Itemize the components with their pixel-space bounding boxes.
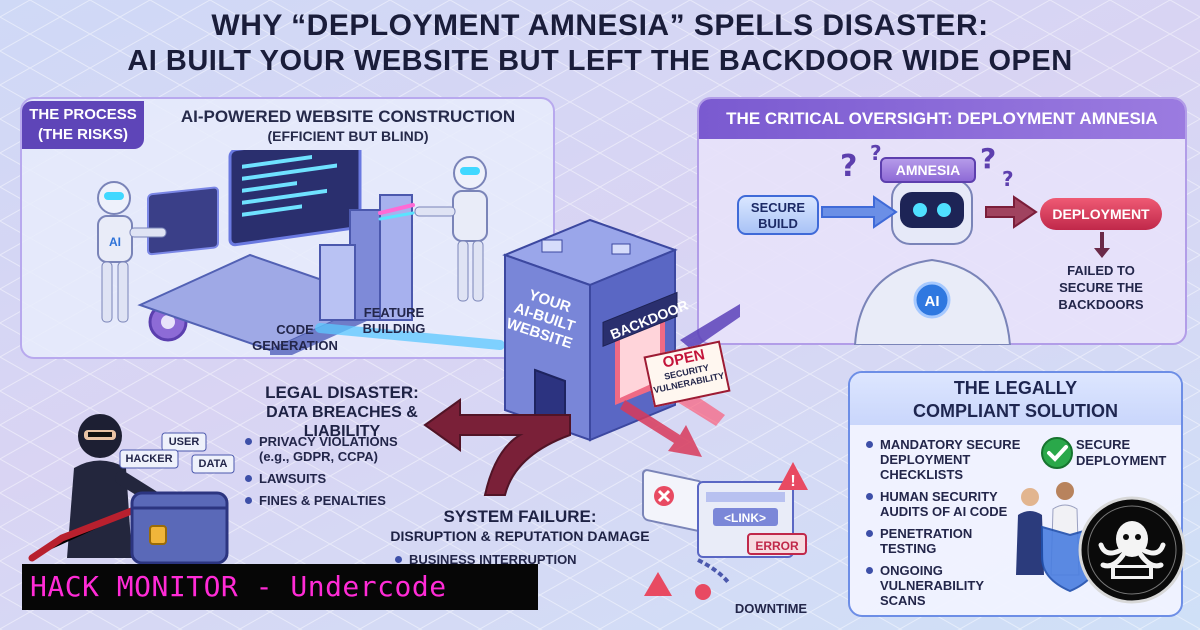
robot-left: AI xyxy=(97,181,167,323)
solution-item-audits: HUMAN SECURITY AUDITS OF AI CODE xyxy=(866,489,1041,519)
solution-heading: THE LEGALLY COMPLIANT SOLUTION xyxy=(850,373,1181,425)
legal-bullet-1-line-1: PRIVACY VIOLATIONS xyxy=(259,434,398,449)
code-generation-line-2: GENERATION xyxy=(252,338,338,353)
failed-line-3: BACKDOORS xyxy=(1058,297,1144,312)
secure-build-line-1: SECURE xyxy=(750,200,806,215)
arrow-left-icon xyxy=(423,398,571,496)
oversight-heading: THE CRITICAL OVERSIGHT: DEPLOYMENT AMNES… xyxy=(699,99,1185,139)
solution-item-pentest: PENETRATION TESTING xyxy=(866,526,1041,556)
arrow-right-icon xyxy=(821,195,898,229)
secure-deployment-line-1: SECURE xyxy=(1076,437,1131,452)
solution-item-4-line-3: SCANS xyxy=(880,593,926,608)
process-subheading: (EFFICIENT BUT BLIND) xyxy=(267,128,429,144)
solution-item-2-line-2: AUDITS OF AI CODE xyxy=(880,504,1008,519)
question-mark-icon: ? xyxy=(1002,167,1014,191)
padlock-icon xyxy=(149,525,167,545)
solution-item-1-line-2: DEPLOYMENT xyxy=(880,452,971,467)
solution-list: MANDATORY SECURE DEPLOYMENT CHECKLISTS H… xyxy=(866,437,1041,615)
failure-bullet-interruption: BUSINESS INTERRUPTION xyxy=(395,552,615,567)
secure-build-line-2: BUILD xyxy=(758,216,798,231)
warning-icon xyxy=(644,572,672,596)
secure-deployment-label: SECURE DEPLOYMENT xyxy=(1076,437,1176,469)
amnesia-label: AMNESIA xyxy=(880,157,976,183)
solution-item-scans: ONGOING VULNERABILITY SCANS xyxy=(866,563,1041,608)
failure-illustration: ! xyxy=(642,462,808,600)
secure-build-pill: SECURE BUILD xyxy=(737,195,819,235)
tag-hacker: HACKER xyxy=(125,453,173,465)
undercode-logo xyxy=(1078,496,1186,604)
title-line-2: AI BUILT YOUR WEBSITE BUT LEFT THE BACKD… xyxy=(127,45,1073,77)
solution-item-1-line-3: CHECKLISTS xyxy=(880,467,964,482)
legal-bullet-fines: FINES & PENALTIES xyxy=(245,493,445,508)
solution-item-3-line-1: PENETRATION xyxy=(880,526,973,541)
oversight-arrows xyxy=(821,195,1038,229)
process-heading-text: AI-POWERED WEBSITE CONSTRUCTION xyxy=(180,107,516,126)
solution-heading-line-1: THE LEGALLY xyxy=(953,378,1078,398)
link-label: <LINK> xyxy=(723,511,766,525)
secure-deployment-line-2: DEPLOYMENT xyxy=(1076,453,1167,468)
arrow-down-icon xyxy=(1094,232,1110,258)
oversight-robot: ? ? ? ? AI xyxy=(840,141,1014,345)
arrow-up-right-icon xyxy=(680,304,740,350)
failure-heading-line-1: SYSTEM FAILURE: xyxy=(443,507,597,526)
feature-building-line-1: FEATURE xyxy=(363,305,425,320)
failed-line-2: SECURE THE xyxy=(1059,280,1143,295)
failure-heading-line-2: DISRUPTION & REPUTATION DAMAGE xyxy=(390,528,650,544)
title-line-1: WHY “DEPLOYMENT AMNESIA” SPELLS DISASTER… xyxy=(211,9,989,42)
oversight-robot-badge: AI xyxy=(925,293,940,310)
red-split-arrows xyxy=(423,398,571,496)
deployment-pill: DEPLOYMENT xyxy=(1040,198,1162,230)
code-generation-label: CODE GENERATION xyxy=(250,322,340,354)
legal-heading-line-1: LEGAL DISASTER: xyxy=(265,383,419,402)
arrow-right-icon xyxy=(985,195,1038,229)
tag-data: DATA xyxy=(198,458,228,470)
process-tag-line-2: (THE RISKS) xyxy=(38,126,128,143)
legal-bullet-1-line-2: (e.g., GDPR, CCPA) xyxy=(259,449,378,464)
hacker-illustration xyxy=(28,414,235,565)
solution-item-checklists: MANDATORY SECURE DEPLOYMENT CHECKLISTS xyxy=(866,437,1041,482)
robot-left-badge: AI xyxy=(109,235,121,249)
svg-text:!: ! xyxy=(790,473,795,490)
feature-building-label: FEATURE BUILDING xyxy=(354,305,434,337)
data-chest xyxy=(130,491,229,565)
robot-right xyxy=(378,156,488,302)
legal-bullet-privacy: PRIVACY VIOLATIONS (e.g., GDPR, CCPA) xyxy=(245,434,445,464)
code-screen xyxy=(228,150,362,247)
solution-item-4-line-2: VULNERABILITY xyxy=(880,578,984,593)
process-heading: AI-POWERED WEBSITE CONSTRUCTION (EFFICIE… xyxy=(168,107,528,145)
question-mark-icon: ? xyxy=(840,149,857,184)
failed-to-secure-text: FAILED TO SECURE THE BACKDOORS xyxy=(1040,262,1162,313)
solution-item-4-line-1: ONGOING xyxy=(880,563,943,578)
hack-monitor-watermark: HACK MONITOR - Undercode xyxy=(22,564,538,610)
crowbar-icon xyxy=(28,499,156,562)
process-illustration: AI xyxy=(97,150,505,355)
solution-heading-line-2: COMPLIANT SOLUTION xyxy=(913,401,1118,421)
downtime-label: DOWNTIME xyxy=(734,601,808,616)
failure-bullets: BUSINESS INTERRUPTION xyxy=(395,552,615,574)
legal-heading: LEGAL DISASTER: DATA BREACHES & LIABILIT… xyxy=(232,383,452,441)
process-tag-line-1: THE PROCESS xyxy=(29,106,137,123)
solution-item-3-line-2: TESTING xyxy=(880,541,937,556)
legal-bullet-lawsuits: LAWSUITS xyxy=(245,471,445,486)
solution-item-2-line-1: HUMAN SECURITY xyxy=(880,489,998,504)
code-generation-line-1: CODE xyxy=(276,322,314,337)
broken-chain-icon xyxy=(697,558,730,584)
feature-building-line-2: BUILDING xyxy=(362,321,426,336)
question-mark-icon: ? xyxy=(870,141,882,165)
failure-heading: SYSTEM FAILURE: DISRUPTION & REPUTATION … xyxy=(370,507,670,545)
legal-heading-line-2: DATA BREACHES & LIABILITY xyxy=(266,404,418,440)
check-circle-icon xyxy=(1041,437,1073,469)
arrow-to-failure xyxy=(620,400,702,457)
warning-icon xyxy=(778,462,808,490)
legal-bullets: PRIVACY VIOLATIONS (e.g., GDPR, CCPA) LA… xyxy=(245,434,445,515)
tag-user: USER xyxy=(168,436,200,448)
solution-item-1-line-1: MANDATORY SECURE xyxy=(880,437,1021,452)
error-label: ERROR xyxy=(755,539,799,553)
question-mark-icon: ? xyxy=(980,142,996,175)
page-title: WHY “DEPLOYMENT AMNESIA” SPELLS DISASTER… xyxy=(0,8,1200,79)
team-member xyxy=(1016,488,1044,575)
failed-line-1: FAILED TO xyxy=(1067,263,1135,278)
process-tag: THE PROCESS (THE RISKS) xyxy=(22,101,144,149)
